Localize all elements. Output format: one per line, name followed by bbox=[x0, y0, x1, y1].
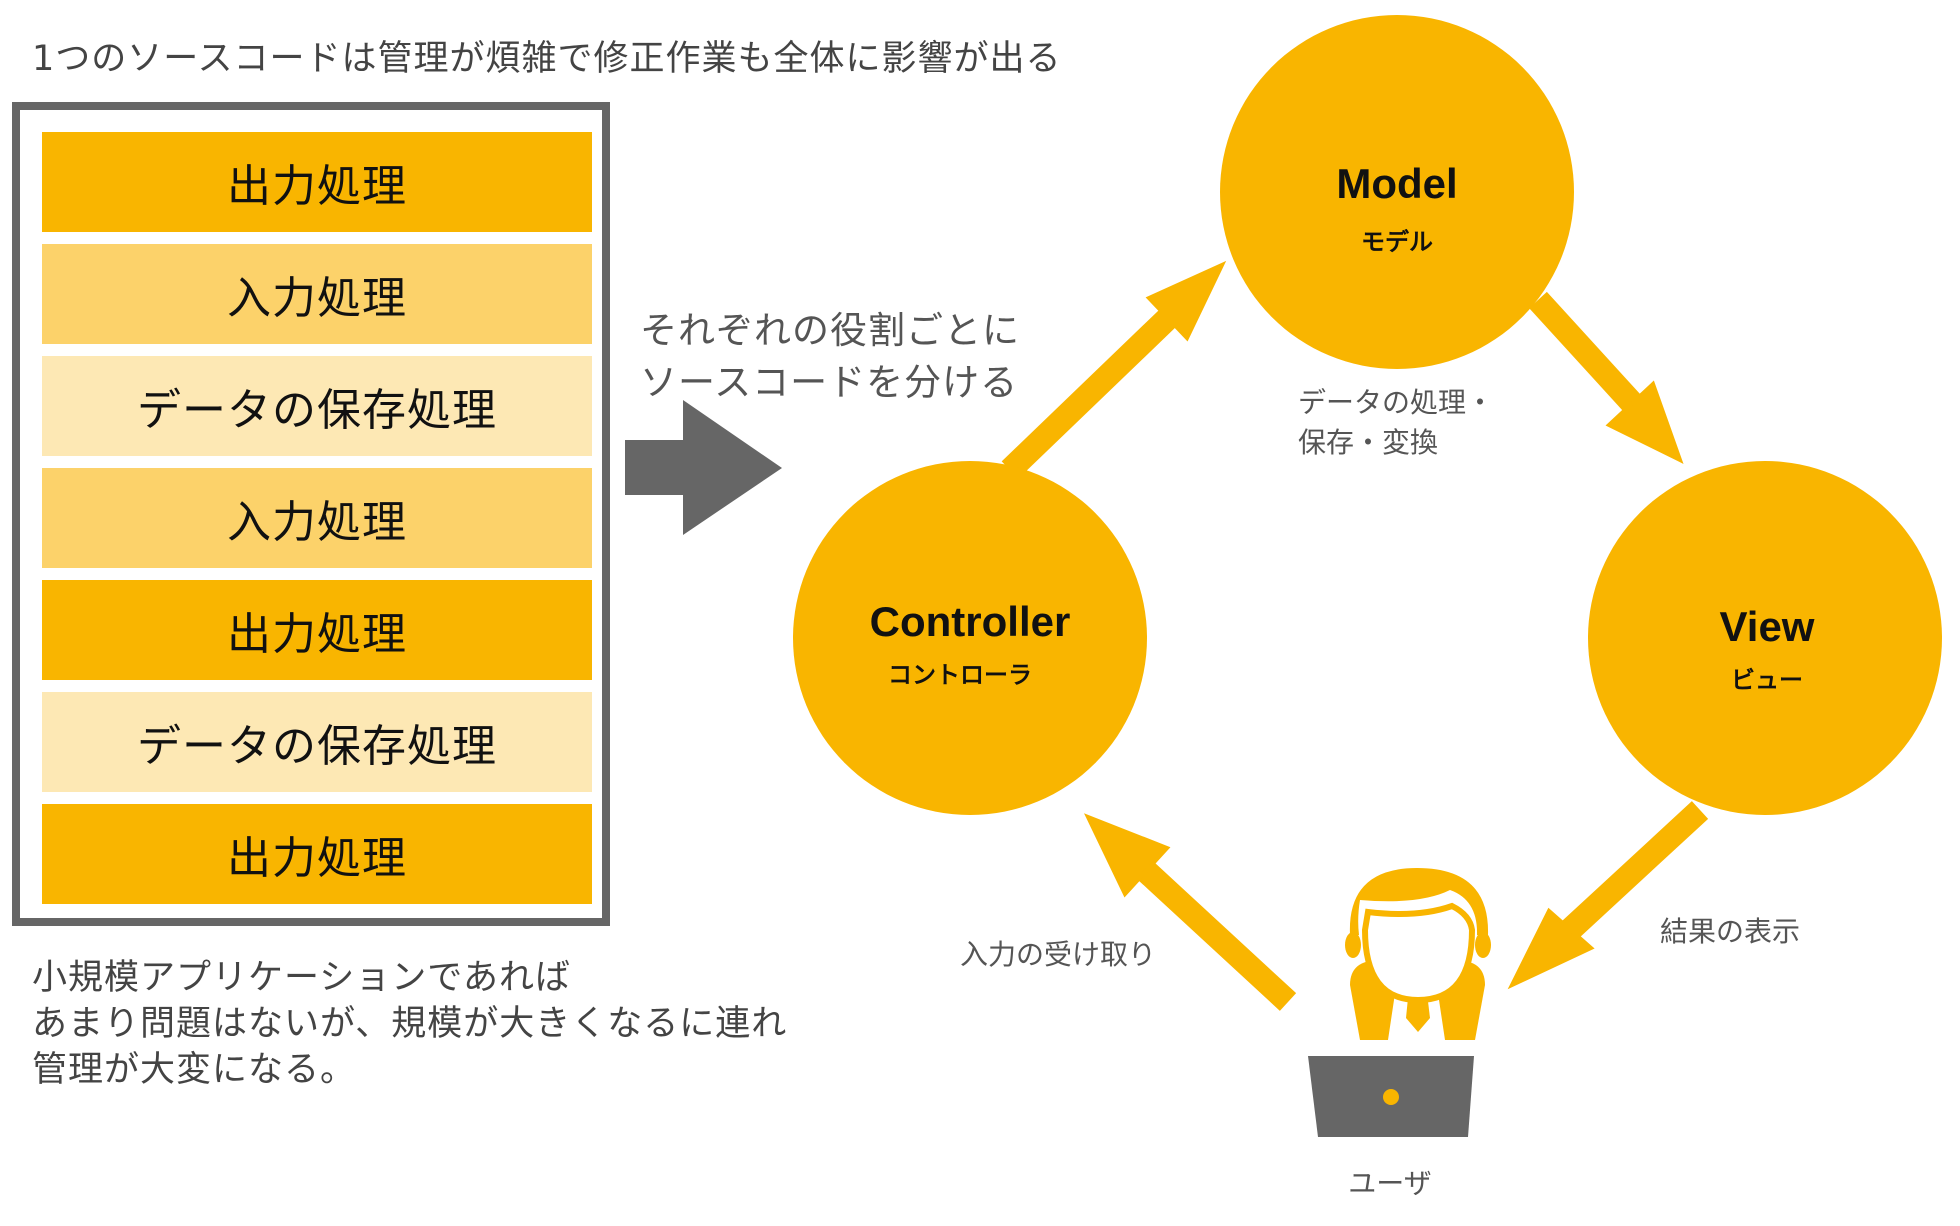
split-caption-line: それぞれの役割ごとに bbox=[640, 309, 1020, 352]
view-circle bbox=[1588, 461, 1942, 815]
user-label: ユーザ bbox=[1348, 1167, 1432, 1200]
code-block-data-save: データの保存処理 bbox=[42, 356, 592, 456]
source-code-box: 出力処理 入力処理 データの保存処理 入力処理 出力処理 データの保存処理 出力… bbox=[12, 102, 610, 926]
model-to-view-label-line: データの処理・ bbox=[1298, 386, 1495, 419]
controller-circle bbox=[793, 461, 1147, 815]
top-caption: 1つのソースコードは管理が煩雑で修正作業も全体に影響が出る bbox=[32, 39, 1062, 79]
code-block-input: 入力処理 bbox=[42, 468, 592, 568]
controller-title: Controller bbox=[869, 598, 1071, 645]
model-to-view-label-line: 保存・変換 bbox=[1298, 426, 1439, 459]
model-to-view-label: データの処理・ 保存・変換 bbox=[1298, 383, 1494, 463]
code-block-output: 出力処理 bbox=[42, 804, 592, 904]
arrow-user-to-controller bbox=[1083, 813, 1297, 1011]
code-block-data-save: データの保存処理 bbox=[42, 692, 592, 792]
view-subtitle: ビュー bbox=[1731, 666, 1803, 694]
code-block-output: 出力処理 bbox=[42, 132, 592, 232]
bottom-caption: 小規模アプリケーションであれば あまり問題はないが、規模が大きくなるに連れ 管理… bbox=[32, 955, 787, 1093]
view-to-user-label: 結果の表示 bbox=[1660, 915, 1801, 948]
code-block-input: 入力処理 bbox=[42, 244, 592, 344]
view-title: View bbox=[1719, 603, 1815, 650]
arrow-view-to-user bbox=[1507, 801, 1709, 990]
split-caption: それぞれの役割ごとに ソースコードを分ける bbox=[640, 305, 1020, 409]
model-circle bbox=[1220, 15, 1574, 369]
model-title: Model bbox=[1336, 160, 1458, 207]
bottom-caption-line: 管理が大変になる。 bbox=[32, 1050, 357, 1090]
user-to-controller-label: 入力の受け取り bbox=[960, 938, 1157, 971]
arrow-controller-to-model bbox=[1001, 260, 1227, 479]
model-subtitle: モデル bbox=[1361, 228, 1433, 256]
bottom-caption-line: あまり問題はないが、規模が大きくなるに連れ bbox=[32, 1004, 788, 1044]
code-block-output: 出力処理 bbox=[42, 580, 592, 680]
controller-subtitle: コントローラ bbox=[888, 661, 1032, 689]
user-icon bbox=[1308, 868, 1491, 1137]
arrow-model-to-view bbox=[1529, 291, 1684, 464]
split-arrow bbox=[625, 400, 782, 535]
bottom-caption-line: 小規模アプリケーションであれば bbox=[32, 958, 571, 998]
split-caption-line: ソースコードを分ける bbox=[640, 361, 1019, 404]
